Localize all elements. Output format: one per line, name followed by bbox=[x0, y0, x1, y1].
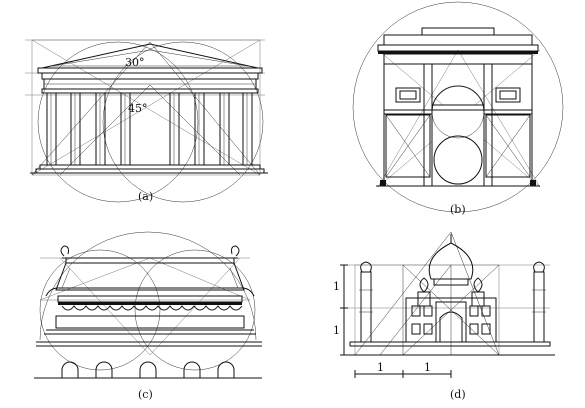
panel-d-taj-mahal: 1 1 1 1 (d) bbox=[333, 231, 555, 401]
angle-label-30: 30° bbox=[125, 56, 145, 69]
hall-brackets bbox=[61, 305, 243, 311]
dimension-label-width-left: 1 bbox=[377, 361, 384, 374]
dimension-label-height-upper: 1 bbox=[333, 280, 340, 293]
caption-a: (a) bbox=[138, 190, 153, 203]
caption-d: (d) bbox=[450, 388, 466, 401]
dimension-label-height-lower: 1 bbox=[333, 324, 340, 337]
caption-b: (b) bbox=[450, 203, 466, 216]
panel-a-temple: 30° 45° (a) bbox=[25, 39, 268, 203]
caption-c: (c) bbox=[138, 388, 153, 401]
panel-b-arch: (b) bbox=[352, 1, 564, 216]
panel-c-hall: (c) bbox=[34, 231, 262, 401]
angle-label-45: 45° bbox=[128, 102, 148, 115]
temple-columns bbox=[46, 92, 253, 166]
dimension-label-width-right: 1 bbox=[424, 361, 431, 374]
